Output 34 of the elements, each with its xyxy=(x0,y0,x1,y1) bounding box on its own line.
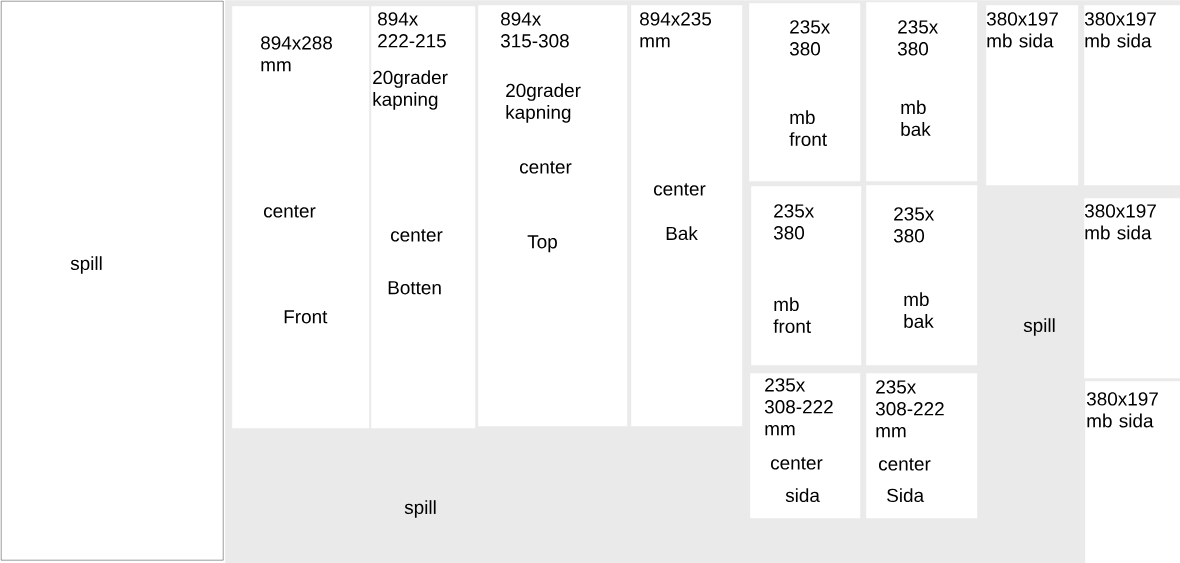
piece-label: mb front xyxy=(789,110,827,146)
piece-label: center xyxy=(879,458,931,471)
spill-label: spill xyxy=(70,256,102,274)
spill-label: spill xyxy=(1023,318,1055,336)
piece-label: 380x197 mb sida xyxy=(1084,12,1156,48)
piece-label: center xyxy=(264,205,316,218)
piece-label: Front xyxy=(284,310,328,324)
piece-label: Botten xyxy=(388,281,441,295)
piece-label: 894x 222-215 xyxy=(378,12,446,48)
piece-label: 20grader kapning xyxy=(373,70,448,110)
piece-label: 20grader kapning xyxy=(506,83,581,123)
piece-label: center xyxy=(520,161,572,174)
piece-label: center xyxy=(771,457,823,470)
piece-label: mb front xyxy=(773,297,811,333)
piece-label: center xyxy=(391,229,443,242)
piece-label: 894x 315-308 xyxy=(500,12,569,48)
piece-label: 380x197 mb sida xyxy=(1086,392,1158,428)
piece-label: 380x197 mb sida xyxy=(1084,204,1156,240)
piece-label: sida xyxy=(785,488,820,503)
piece-label: 894x288 mm xyxy=(261,36,332,72)
piece-label: mb bak xyxy=(904,292,934,328)
piece-label: 894x235 mm xyxy=(640,12,712,48)
piece-label: 235x 380 xyxy=(897,20,939,56)
piece-label: Sida xyxy=(887,488,925,503)
piece-label: Top xyxy=(527,235,557,253)
piece-label: Bak xyxy=(666,226,698,241)
piece-label: 235x 380 xyxy=(773,204,815,240)
piece-label: 235x 380 xyxy=(789,20,831,56)
piece-label: mb bak xyxy=(901,100,931,136)
piece-label: center xyxy=(654,183,706,196)
piece-label: 235x 308-222 mm xyxy=(764,378,833,436)
spill-label: spill xyxy=(404,500,436,518)
piece-label: 380x197 mb sida xyxy=(986,12,1058,48)
piece-label: 235x 380 xyxy=(893,207,935,243)
